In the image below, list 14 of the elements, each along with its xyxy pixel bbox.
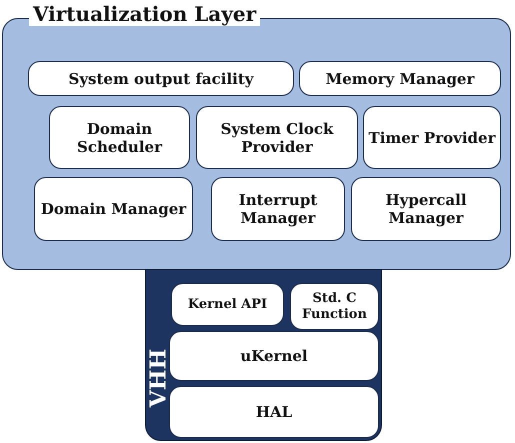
module-box: Domain Manager xyxy=(34,177,193,241)
layer-panel xyxy=(145,269,382,441)
module-box: HAL xyxy=(169,386,379,438)
module-box: Hypercall Manager xyxy=(351,177,501,241)
module-box: System Clock Provider xyxy=(196,106,358,169)
module-box: Interrupt Manager xyxy=(211,177,345,241)
module-box: Memory Manager xyxy=(299,61,501,96)
module-box: Std. C Function xyxy=(290,283,379,330)
module-box: uKernel xyxy=(169,331,379,381)
module-box: System output facility xyxy=(28,61,294,96)
module-box: Timer Provider xyxy=(363,106,501,169)
layer-heading: VHH xyxy=(145,348,172,408)
module-box: Domain Scheduler xyxy=(49,106,190,169)
module-box: Kernel API xyxy=(171,283,284,326)
